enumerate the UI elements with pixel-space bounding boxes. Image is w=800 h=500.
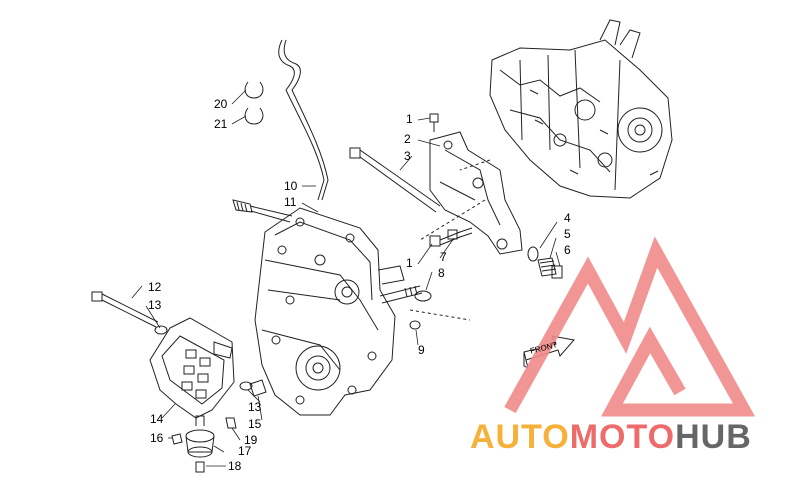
callout-7: 7 xyxy=(440,250,447,264)
front-direction-arrow xyxy=(523,335,575,369)
callout-20: 20 xyxy=(214,97,228,111)
bolt-12 xyxy=(91,291,159,328)
automotohub-logo xyxy=(504,236,756,417)
engine-assembly xyxy=(489,19,673,199)
watermark-hub: HUB xyxy=(675,418,752,456)
mount-parts-4-5-6 xyxy=(527,246,563,279)
callout-3: 3 xyxy=(404,149,411,163)
callout-5: 5 xyxy=(564,227,571,241)
callout-18: 18 xyxy=(228,459,242,473)
leader-lines xyxy=(131,89,561,467)
callout-1: 1 xyxy=(406,112,413,126)
callout-2: 2 xyxy=(404,132,411,146)
output-shaft-right xyxy=(379,285,423,304)
callout-21: 21 xyxy=(214,117,228,131)
transmission-housing xyxy=(254,207,405,416)
callout-19: 19 xyxy=(244,433,258,447)
watermark-auto: AUTO xyxy=(470,418,570,456)
bolt-18 xyxy=(195,461,205,473)
washer-9 xyxy=(409,320,421,330)
dipstick-tube xyxy=(278,39,329,201)
callout-4: 4 xyxy=(564,211,571,225)
clip-20 xyxy=(244,81,264,99)
watermark-text: AUTOMOTOHUB xyxy=(470,418,752,457)
bolt-1-top xyxy=(429,113,439,132)
engine-mount-bracket xyxy=(429,131,523,255)
callout-17: 17 xyxy=(238,444,252,458)
bolt-7 xyxy=(447,227,473,240)
rubber-mount-17 xyxy=(185,415,215,458)
washer-13-left xyxy=(154,325,168,335)
nut-16 xyxy=(171,433,183,445)
callout-8: 8 xyxy=(438,266,445,280)
callout-10: 10 xyxy=(284,179,298,193)
callout-12: 12 xyxy=(148,280,162,294)
long-bolt-3 xyxy=(349,147,441,213)
callout-6: 6 xyxy=(564,243,571,257)
callout-13-right: 13 xyxy=(248,400,262,414)
callout-11: 11 xyxy=(284,195,297,209)
bolt-19 xyxy=(225,417,237,429)
callout-16: 16 xyxy=(150,431,164,445)
o-ring-8 xyxy=(414,290,432,302)
washer-13-right xyxy=(239,381,253,391)
callout-14: 14 xyxy=(150,412,164,426)
output-shaft-left xyxy=(232,199,293,223)
nut-15 xyxy=(249,379,267,397)
callout-13-left: 13 xyxy=(148,298,162,312)
callout-9: 9 xyxy=(418,343,425,357)
callout-15: 15 xyxy=(248,417,262,431)
callout-1-mid: 1 xyxy=(406,256,413,270)
watermark-moto: MOTO xyxy=(569,418,676,456)
clip-21 xyxy=(244,107,264,125)
lower-mount-bracket xyxy=(149,317,235,419)
